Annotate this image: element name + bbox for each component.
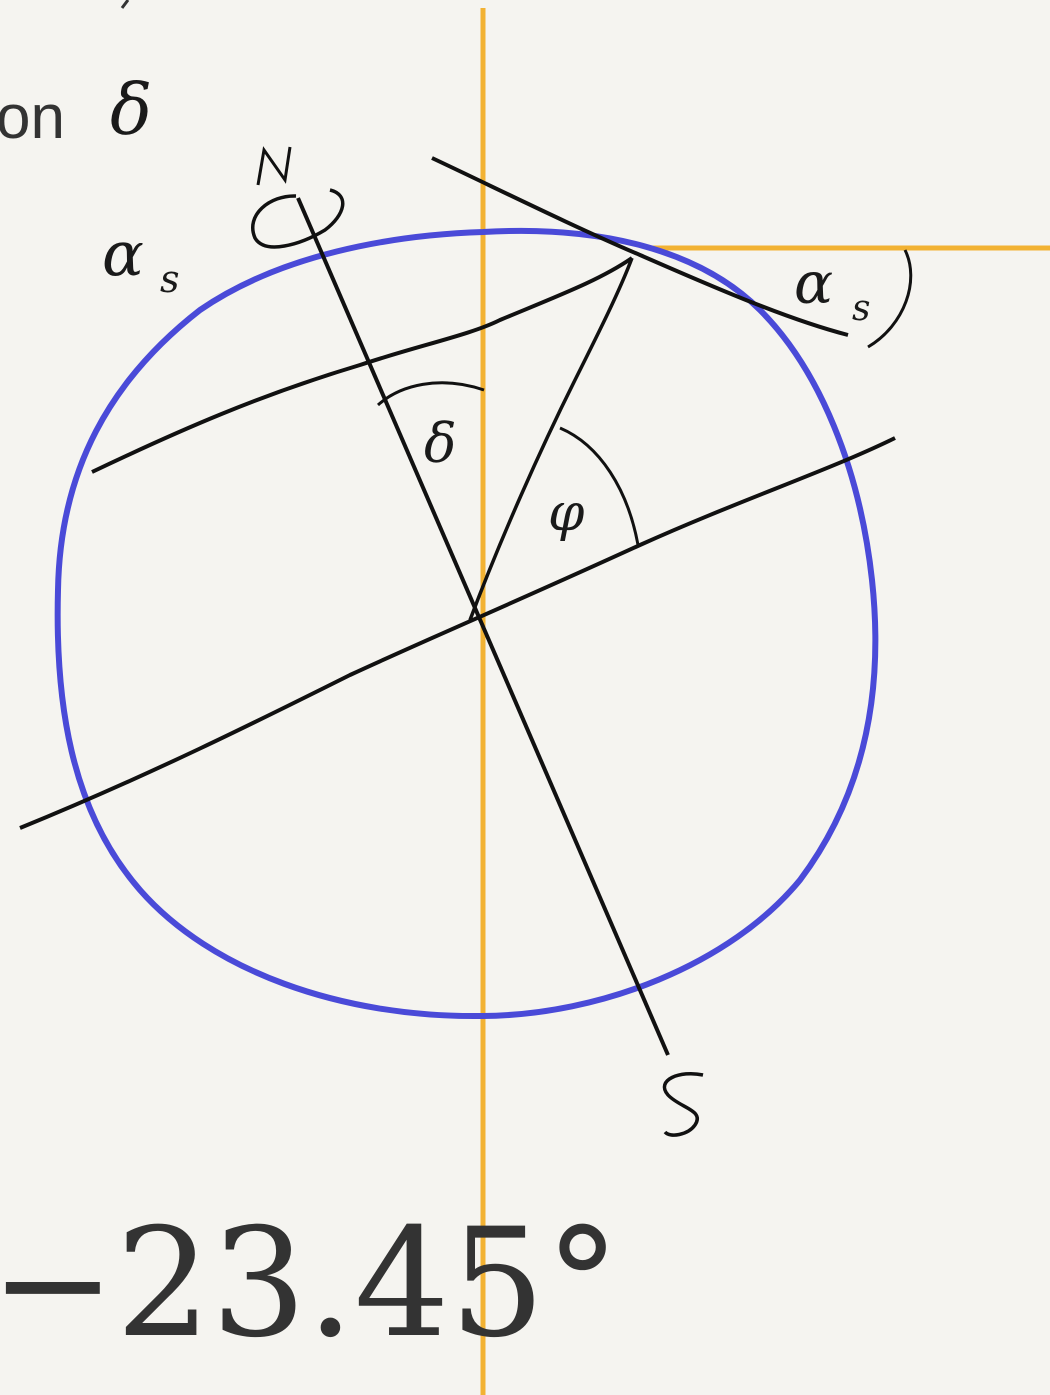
- alpha-s-left-subscript: s: [160, 257, 180, 301]
- alpha-s-left-label: α: [102, 217, 144, 290]
- south-label-glyph: [662, 1072, 704, 1137]
- latitude-radius-line: [468, 257, 634, 621]
- alpha-s-right-label: α: [794, 249, 833, 317]
- phi-arc: [559, 426, 640, 546]
- declination-value: −23.45°: [0, 1197, 620, 1371]
- latitude-line: [91, 256, 634, 474]
- header-partial-word: on: [0, 83, 65, 152]
- alpha-s-right-arc: [867, 249, 913, 349]
- rotation-axis: [296, 197, 670, 1056]
- north-label-glyph: [256, 146, 292, 186]
- top-stroke-fragment: [120, 0, 130, 9]
- rotation-arrow: [251, 188, 345, 249]
- tangent-line: [431, 156, 849, 337]
- header-declination-symbol: δ: [110, 69, 152, 151]
- earth-outline: [54, 227, 879, 1020]
- delta-arc: [376, 381, 485, 407]
- alpha-s-right-subscript: s: [852, 288, 870, 329]
- delta-label: δ: [424, 412, 457, 475]
- equator-line: [19, 436, 896, 830]
- phi-label: φ: [548, 483, 585, 543]
